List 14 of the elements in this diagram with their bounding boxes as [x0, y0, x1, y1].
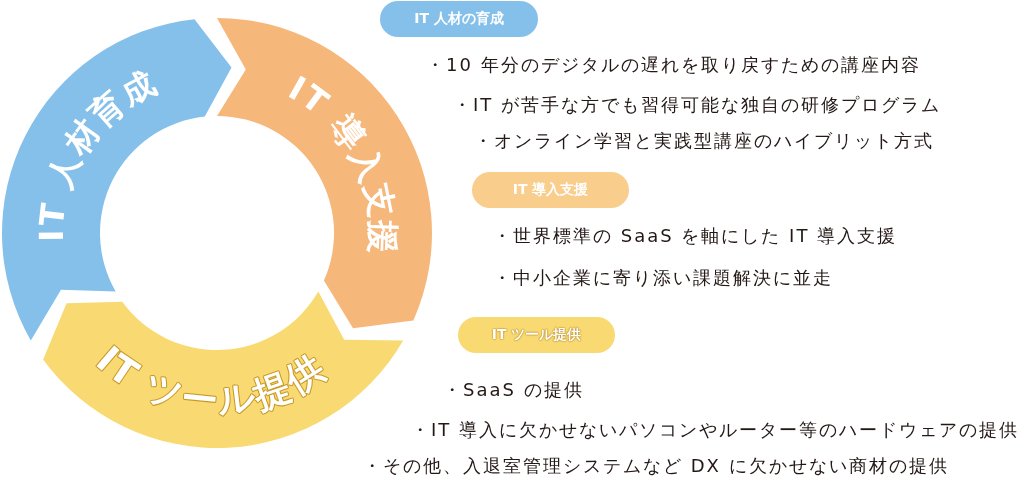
- segment-title: IT 人材育成: [31, 61, 164, 243]
- segment-title: IT ツール提供: [88, 337, 334, 423]
- category-pill: IT ツール提供: [458, 317, 615, 353]
- bullet-text: ・SaaS の提供: [443, 378, 584, 402]
- category-pill: IT 導入支援: [472, 172, 629, 208]
- bullet-text: ・10 年分のデジタルの遅れを取り戻すための講座内容: [426, 53, 921, 77]
- segment-title: IT 導入支援: [282, 68, 403, 257]
- bullet-text: ・中小企業に寄り添い課題解決に並走: [493, 266, 833, 290]
- bullet-text: ・その他、入退室管理システムなど DX に欠かせない商材の提供: [363, 454, 949, 478]
- bullet-text: ・オンライン学習と実践型講座のハイブリット方式: [474, 129, 934, 153]
- bullet-text: ・世界標準の SaaS を軸にした IT 導入支援: [493, 224, 898, 248]
- bullet-text: ・IT が苦手な方でも習得可能な独自の研修プログラム: [453, 93, 942, 117]
- bullet-text: ・IT 導入に欠かせないパソコンやルーター等のハードウェアの提供: [411, 418, 1020, 442]
- category-pill: IT 人材の育成: [380, 1, 538, 37]
